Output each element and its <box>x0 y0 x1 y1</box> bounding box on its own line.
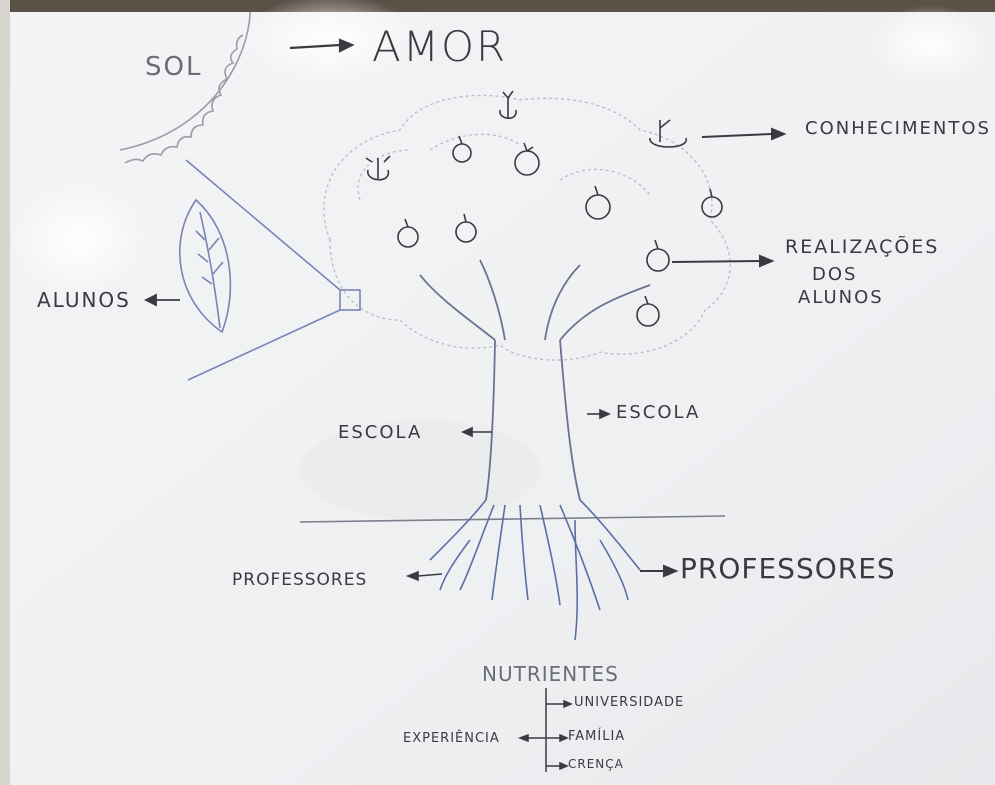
university-label: UNIVERSIDADE <box>574 695 684 710</box>
students-label: ALUNOS <box>37 288 131 312</box>
teachers-right-label: PROFESSORES <box>680 552 896 585</box>
sun-label: SOL <box>145 52 202 82</box>
achievements-line1: REALIZAÇÕES <box>785 236 939 258</box>
school-right-label: ESCOLA <box>616 402 700 423</box>
family-label: FAMÍLIA <box>568 729 625 744</box>
achievements-line3: ALUNOS <box>798 287 884 308</box>
belief-label: CRENÇA <box>568 757 624 771</box>
knowledge-label: CONHECIMENTOS <box>805 118 991 139</box>
achievements-line2: DOS <box>812 264 857 285</box>
board-frame-top <box>0 0 995 12</box>
teachers-left-label: PROFESSORES <box>232 570 367 590</box>
love-label: AMOR <box>372 22 507 71</box>
nutrients-label: NUTRIENTES <box>482 662 619 686</box>
experience-label: EXPERIÊNCIA <box>403 731 500 746</box>
school-left-label: ESCOLA <box>338 422 422 443</box>
